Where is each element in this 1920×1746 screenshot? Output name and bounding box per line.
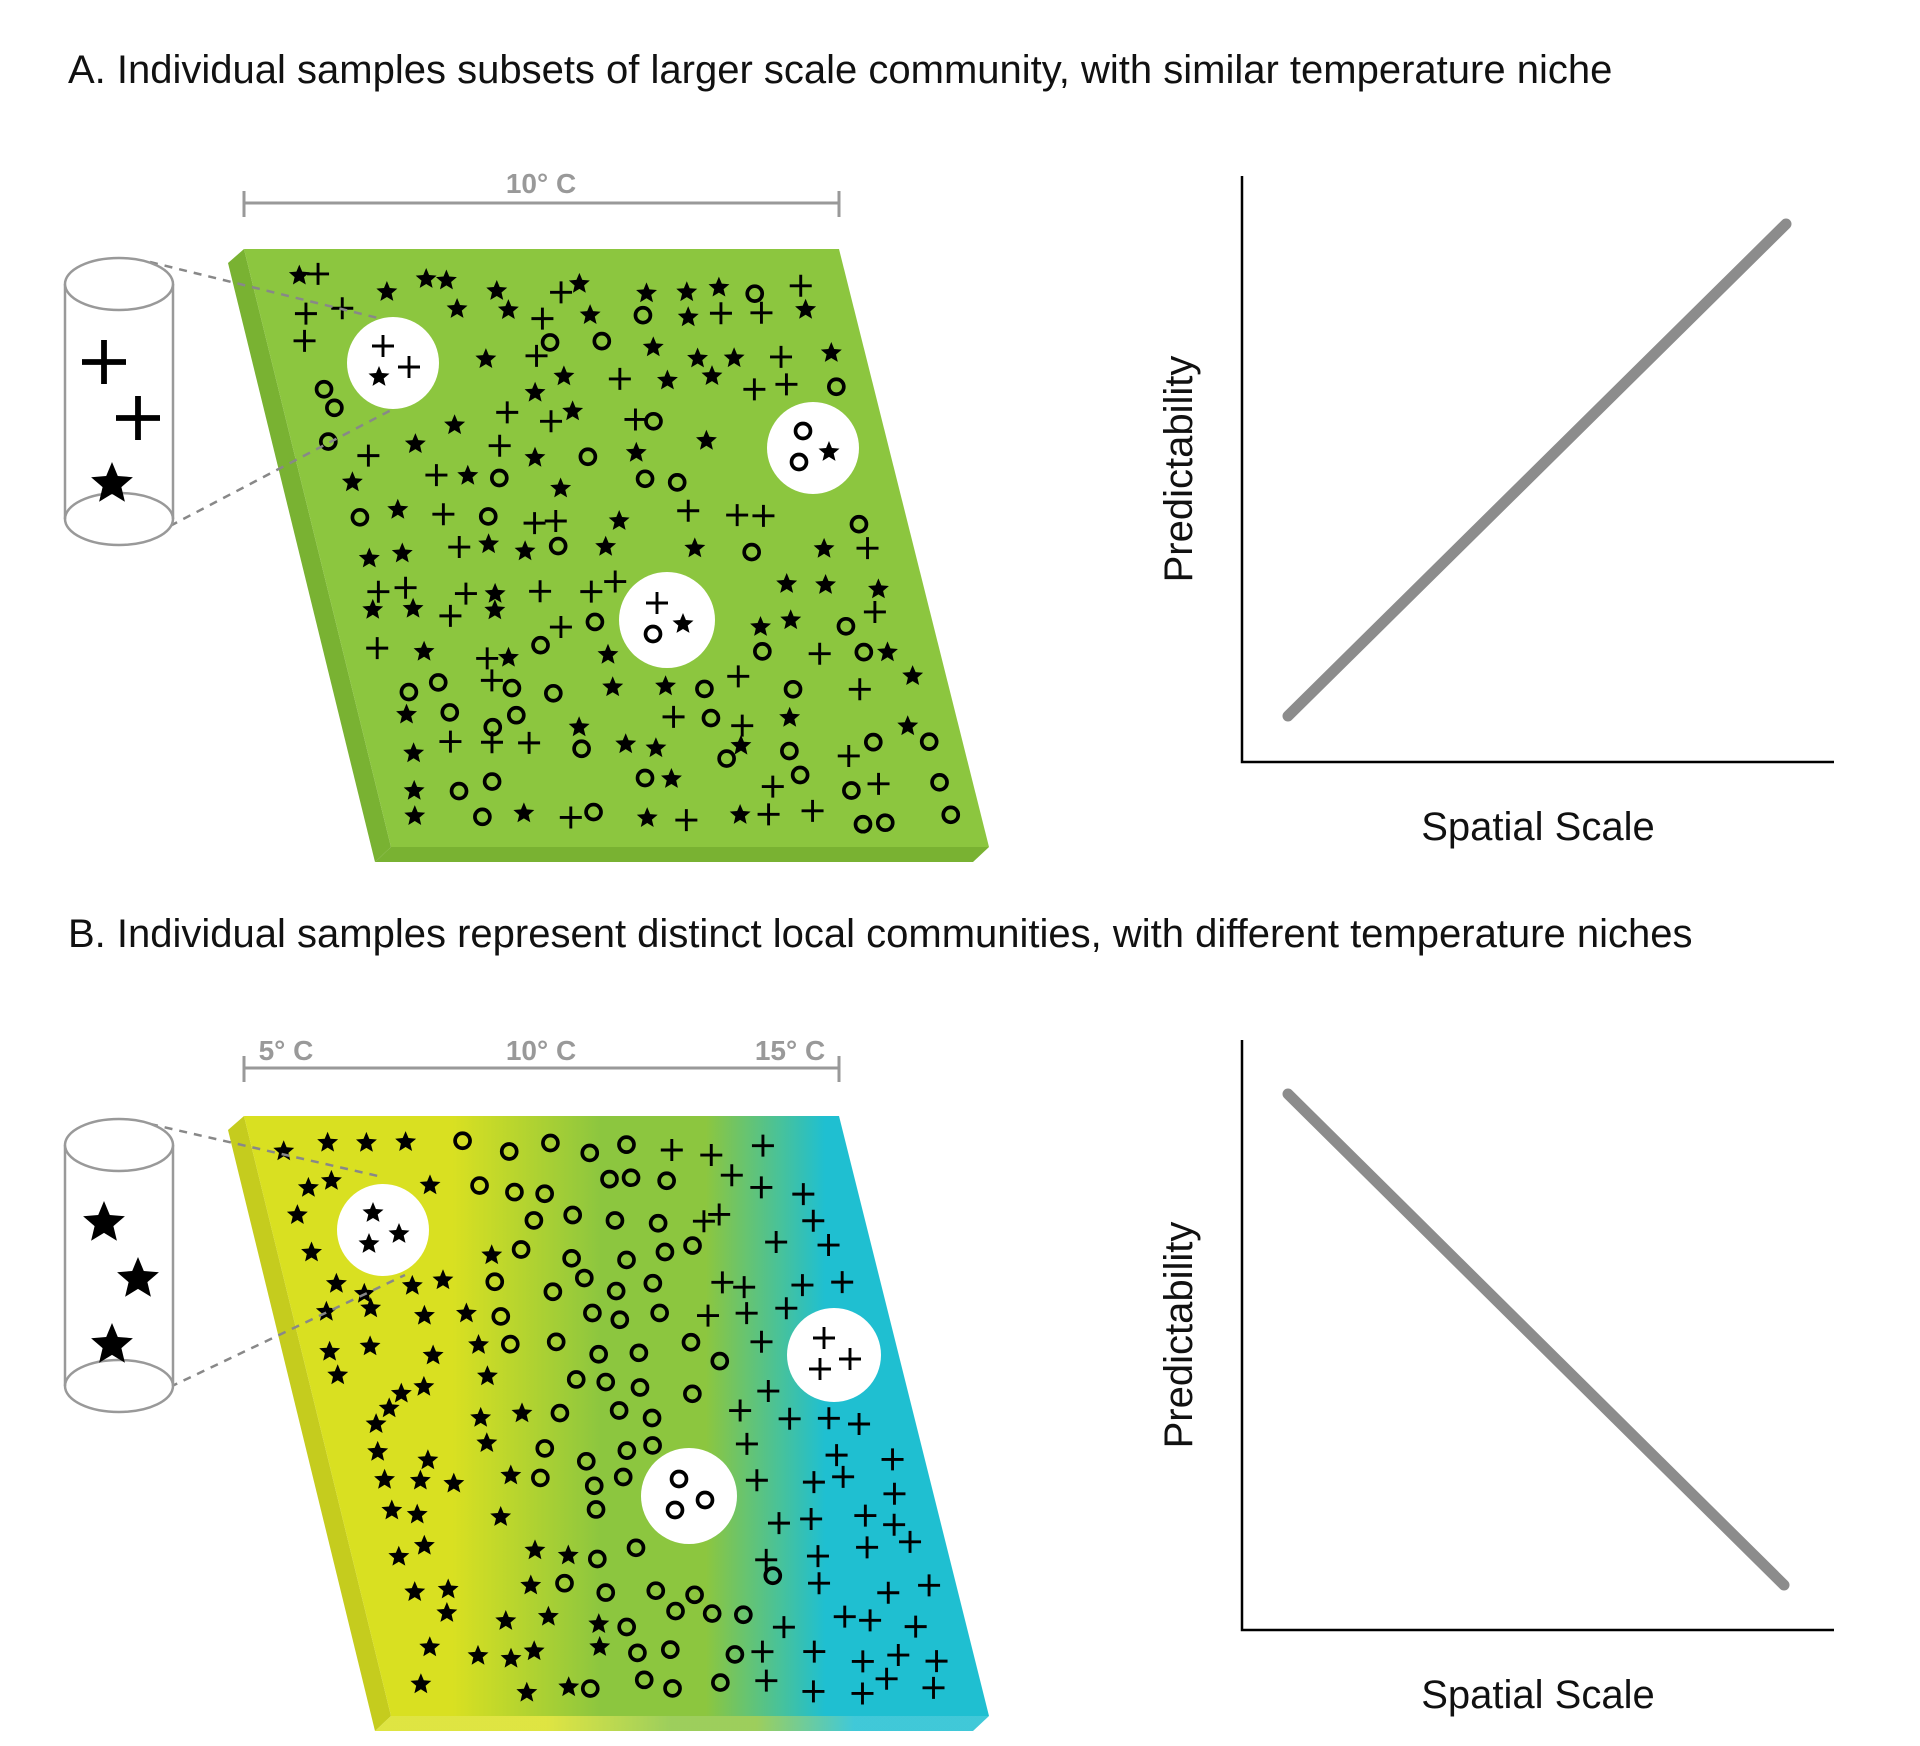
sediment-core-b [65, 1119, 173, 1412]
graph-b: Spatial Scale Predictability [1157, 1040, 1834, 1717]
panel-b-diagram: 5° C 10° C 15° C [65, 1035, 989, 1731]
graph-b-trend-line [1288, 1094, 1784, 1585]
graph-b-xlabel: Spatial Scale [1421, 1673, 1654, 1717]
scale-label-15c: 15° C [755, 1035, 825, 1066]
graph-a-xlabel: Spatial Scale [1421, 805, 1654, 849]
sample-circle-b-1 [337, 1184, 429, 1276]
sample-circle-b-2 [787, 1308, 881, 1402]
sample-circle-a-1 [347, 317, 439, 409]
scale-label-10c-a: 10° C [506, 168, 576, 199]
graph-a-trend-line [1288, 224, 1786, 716]
slab-front-b [375, 1716, 989, 1731]
sample-circle-b-3 [641, 1448, 737, 1544]
panel-a-diagram: 10° C [65, 168, 989, 862]
sediment-core-a [65, 258, 173, 545]
scale-label-5c: 5° C [259, 1035, 314, 1066]
graph-a-ylabel: Predictability [1157, 356, 1201, 583]
sample-circle-a-3 [619, 572, 715, 668]
sample-circle-a-2 [767, 402, 859, 494]
slab-front-a [375, 847, 989, 862]
scale-label-10c-b: 10° C [506, 1035, 576, 1066]
graph-b-ylabel: Predictability [1157, 1222, 1201, 1449]
graph-a: Spatial Scale Predictability [1157, 176, 1834, 849]
